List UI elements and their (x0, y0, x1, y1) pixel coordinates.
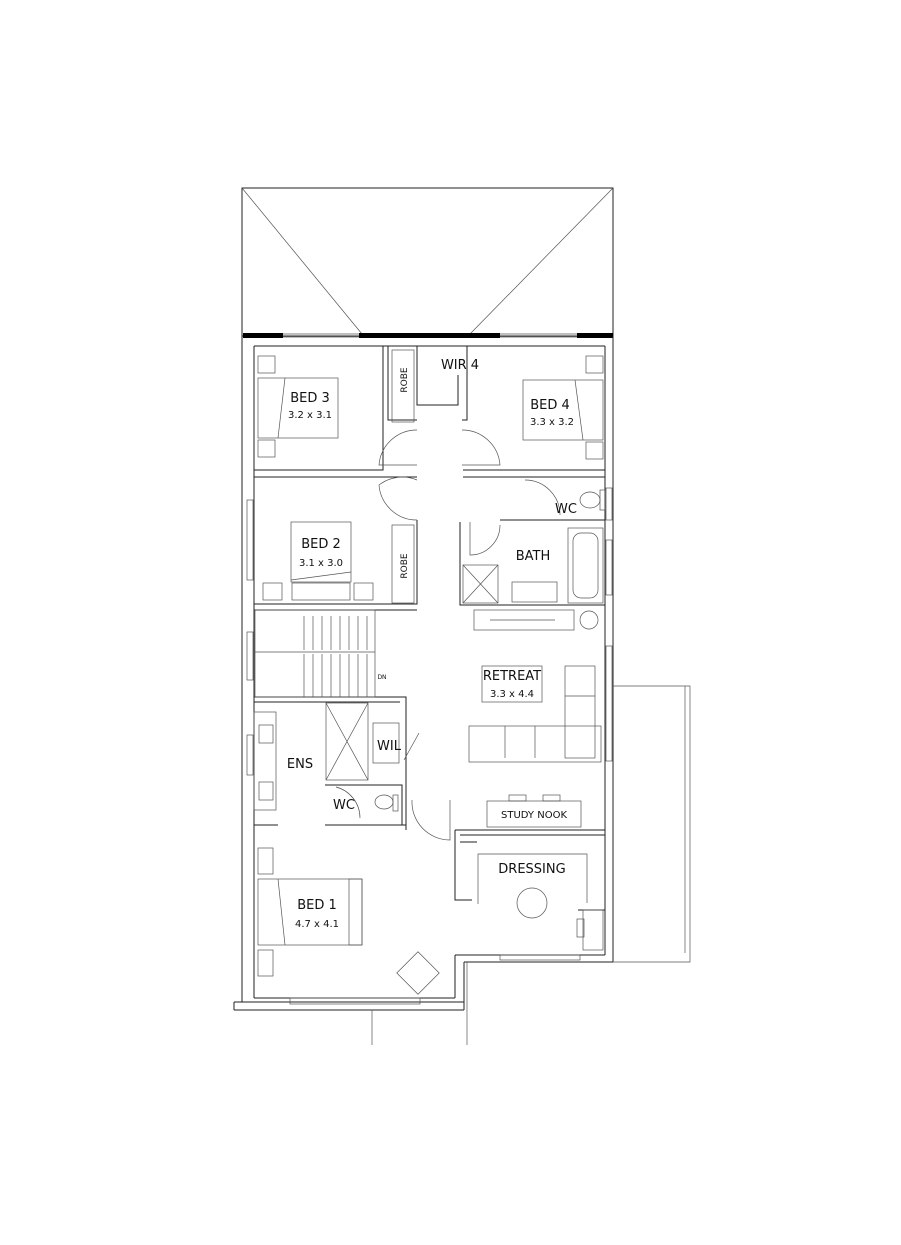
robe-label-2: ROBE (400, 553, 410, 579)
bed-3-size: 3.2 x 3.1 (288, 410, 332, 421)
ensuite-fixtures (253, 702, 400, 812)
stairs (254, 609, 376, 698)
bed-2-size: 3.1 x 3.0 (299, 558, 343, 569)
bed-2-label: BED 2 (301, 537, 341, 552)
ens-label: ENS (287, 757, 313, 772)
wil-label: WIL (377, 739, 402, 754)
dressing-furniture (477, 853, 604, 951)
retreat-label: RETREAT (483, 669, 541, 684)
stair-down-label: DN (377, 674, 386, 681)
wc-ens-label: WC (333, 798, 355, 813)
bed-3-label: BED 3 (290, 391, 330, 406)
bed-1-furniture (257, 847, 440, 995)
bed-4-furniture (522, 355, 604, 460)
front-wall-solid (243, 333, 613, 338)
retreat-size: 3.3 x 4.4 (490, 689, 534, 700)
outer-walls (233, 336, 691, 1045)
door-swings (335, 429, 561, 841)
front-windows (283, 333, 577, 338)
retreat-furniture (468, 609, 602, 763)
bed-2-furniture (262, 521, 374, 601)
study-nook-label: STUDY NOOK (501, 810, 567, 821)
robe-label-1: ROBE (400, 367, 410, 393)
bed-1-label: BED 1 (297, 898, 337, 913)
roof-outline (241, 187, 614, 337)
robes (391, 349, 415, 604)
wir-4-label: WIR 4 (441, 358, 479, 373)
bed-3-furniture (257, 355, 339, 458)
bed-4-label: BED 4 (530, 398, 570, 413)
bath-label: BATH (516, 549, 551, 564)
bed-4-size: 3.3 x 3.2 (530, 417, 574, 428)
dressing-label: DRESSING (498, 862, 565, 877)
study-desk (486, 794, 582, 828)
wc-upper-label: WC (555, 502, 577, 517)
bed-1-size: 4.7 x 4.1 (295, 919, 339, 930)
bath-fixtures (462, 489, 606, 604)
side-windows (246, 487, 613, 1005)
